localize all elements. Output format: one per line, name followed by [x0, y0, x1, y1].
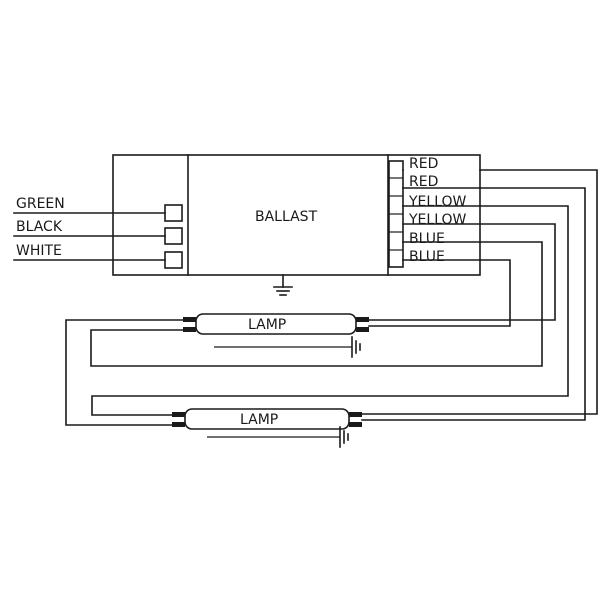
output-label-red-1: RED: [409, 156, 438, 172]
wire-red-2: [65, 319, 184, 426]
input-terminal-white: [164, 251, 183, 269]
lamp-2-pin-right-top: [349, 412, 362, 417]
lamp-1-label: LAMP: [248, 317, 286, 333]
lamp-2-pin-left-bottom: [172, 422, 185, 427]
output-label-red-2: RED: [409, 174, 438, 190]
output-wires: [65, 187, 586, 426]
input-label-green: GREEN: [16, 196, 65, 212]
wire-blue-1: [90, 241, 543, 367]
output-label-yellow-1: YELLOW: [408, 194, 467, 210]
input-label-white: WHITE: [16, 243, 62, 259]
lamp-1-pin-left-bottom: [183, 327, 196, 332]
output-label-yellow-2: YELLOW: [408, 212, 467, 228]
wire-blue-2: [368, 259, 511, 327]
output-label-blue-2: BLUE: [409, 249, 445, 265]
lamp-1-pin-right-bottom: [356, 327, 369, 332]
lamp-2-pin-right-bottom: [349, 422, 362, 427]
input-wires: GREEN BLACK WHITE: [13, 196, 183, 269]
lamp-1: LAMP: [183, 313, 369, 358]
input-terminal-black: [164, 227, 183, 245]
ballast-label: BALLAST: [255, 209, 318, 225]
lamp-2-tube: [184, 408, 350, 430]
lamp-2: LAMP: [172, 408, 362, 448]
lamp-1-pin-left-top: [183, 317, 196, 322]
lamp-2-pin-left-top: [172, 412, 185, 417]
ballast-ground-symbol: [273, 274, 293, 296]
wire-yellow-1: [91, 205, 569, 416]
outer-routing: [361, 169, 598, 415]
output-label-blue-1: BLUE: [409, 231, 445, 247]
lamp-2-label: LAMP: [240, 412, 278, 428]
input-label-black: BLACK: [16, 219, 63, 235]
wire-red-route: [361, 169, 598, 415]
wire-yellow-2-route: [368, 223, 556, 321]
output-labels: RED RED YELLOW YELLOW BLUE BLUE: [408, 156, 467, 265]
input-terminal-green: [164, 204, 183, 222]
lamp-1-pin-right-top: [356, 317, 369, 322]
wire-red-1: [361, 187, 586, 421]
lamp-1-tube: [195, 313, 357, 335]
